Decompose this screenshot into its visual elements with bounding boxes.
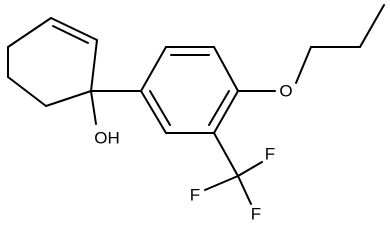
bond-c1-oh: [90, 90, 97, 125]
bond-ar6-ar1: [140, 90, 167, 134]
bond-cf3-f-left: [204, 175, 239, 191]
bond-ch2-ch3: [359, 4, 385, 48]
bond-c1-c2: [90, 39, 98, 92]
bond-ar4-ar5-inner: [208, 90, 230, 126]
bond-cf3-f-top: [237, 161, 263, 177]
bond-c2-c3: [50, 17, 98, 41]
bond-ar6-ar1-inner: [149, 90, 171, 126]
fluorine-bottom-label: F: [251, 204, 261, 223]
hydroxyl-label: OH: [94, 128, 120, 147]
bond-ar3-ar4: [213, 46, 239, 92]
bond-cf3-f-bottom: [237, 175, 252, 205]
bond-c3-c4: [7, 17, 52, 48]
fluorine-top-label: F: [265, 144, 275, 163]
bond-c6-c1: [45, 90, 92, 107]
fluorine-left-label: F: [190, 185, 200, 204]
bond-o-ch2: [295, 46, 312, 84]
ether-oxygen-label: O: [279, 81, 292, 100]
bond-ar1-ar2: [140, 46, 167, 92]
bond-c2-c3-double: [52, 25, 89, 44]
bond-ar4-ar5: [213, 90, 239, 134]
bond-c5-c6: [7, 76, 47, 107]
molecule-structure: OH O F F F: [7, 4, 385, 223]
bond-ar-cf3: [213, 132, 239, 177]
cyclohexene-ring: [7, 17, 98, 107]
benzene-ring: [140, 46, 239, 134]
